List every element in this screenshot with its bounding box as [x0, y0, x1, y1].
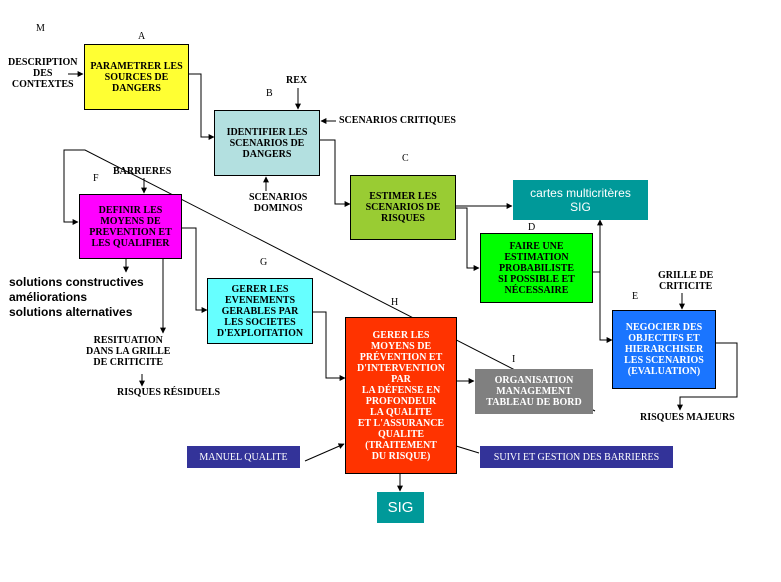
letter-f: F [93, 173, 99, 184]
arrow-g-h [313, 311, 346, 381]
box-cartes-multicriteres: cartes multicritères SIG [513, 180, 648, 220]
letter-e: E [632, 291, 639, 302]
box-suivi-barrieres: SUIVI ET GESTION DES BARRIERES [480, 446, 673, 468]
letter-g: G [260, 257, 268, 268]
label-barrieres: BARRIERES [113, 166, 172, 177]
arrow-b-c [320, 139, 351, 207]
box-i-organisation: ORGANISATION MANAGEMENT TABLEAU DE BORD [475, 369, 593, 414]
arrow-d-cartes [593, 219, 603, 273]
box-h-gerer-moyens: GERER LES MOYENS DE PRÉVENTION ET D'INTE… [345, 317, 457, 474]
box-f-definir: DEFINIR LES MOYENS DE PREVENTION ET LES … [79, 194, 182, 259]
letter-i: I [512, 354, 516, 365]
arrow-f-g [182, 227, 208, 313]
arrow-e-loop [677, 342, 738, 411]
arrow-c-d [456, 207, 480, 271]
box-e-negocier: NEGOCIER DES OBJECTIFS ET HIERARCHISER L… [612, 310, 716, 389]
label-risques-majeurs: RISQUES MAJEURS [640, 412, 735, 423]
box-manuel-qualite: MANUEL QUALITE [187, 446, 300, 468]
box-d-estimation: FAIRE UNE ESTIMATION PROBABILISTE SI POS… [480, 233, 593, 303]
box-a-parametrer: PARAMETRER LES SOURCES DE DANGERS [84, 44, 189, 110]
letter-h: H [391, 297, 399, 308]
label-rex: REX [286, 75, 308, 86]
box-sig: SIG [377, 492, 424, 523]
letter-m: M [36, 23, 45, 34]
box-g-gerer-evenements: GERER LES EVENEMENTS GERABLES PAR LES SO… [207, 278, 313, 344]
letter-c: C [402, 153, 409, 164]
arrow-manuel-h [304, 443, 345, 462]
arrow-cartes-e [599, 220, 613, 343]
label-scenarios-critiques: SCENARIOS CRITIQUES [339, 115, 456, 126]
box-b-identifier: IDENTIFIER LES SCENARIOS DE DANGERS [214, 110, 320, 176]
feedback-line [63, 149, 596, 412]
letter-a: A [138, 31, 146, 42]
label-grille-criticite: GRILLE DE CRITICITE [658, 270, 714, 292]
arrow-a-b [189, 73, 215, 140]
label-scenarios-dominos: SCENARIOS DOMINOS [249, 192, 308, 214]
box-c-estimer: ESTIMER LES SCENARIOS DE RISQUES [350, 175, 456, 240]
label-risques-residuels: RISQUES RÉSIDUELS [117, 387, 221, 398]
letter-b: B [266, 88, 273, 99]
label-resituation: RESITUATION DANS LA GRILLE DE CRITICITE [86, 335, 171, 368]
label-solutions: solutions constructives améliorations so… [9, 275, 144, 319]
letter-d: D [528, 222, 536, 233]
label-description-contextes: DESCRIPTION DES CONTEXTES [8, 57, 78, 90]
